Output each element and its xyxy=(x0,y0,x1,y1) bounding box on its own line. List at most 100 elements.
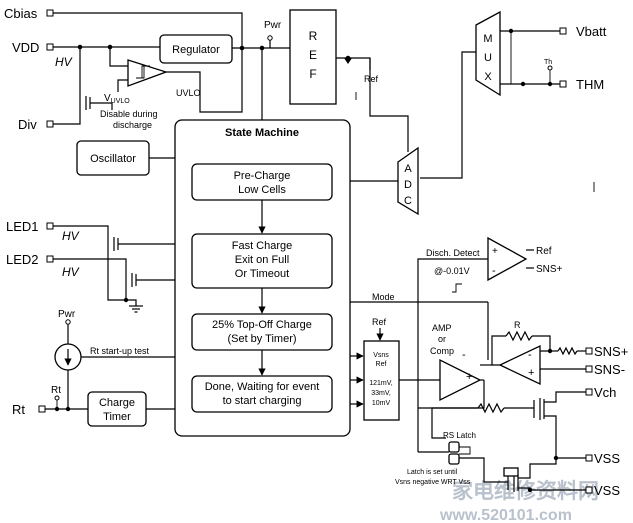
oscillator-block: Oscillator xyxy=(76,140,175,176)
right-pins-top: Vbatt THM xyxy=(559,24,607,92)
svg-text:Ref: Ref xyxy=(376,361,387,368)
th-label: Th xyxy=(544,59,552,66)
vss1-label: VSS xyxy=(594,451,620,466)
led1-hv-label: HV xyxy=(62,229,80,243)
svg-text:Pre-Charge: Pre-Charge xyxy=(234,170,291,182)
svg-text:+: + xyxy=(466,371,472,383)
watermark-chinese: 家电维修资料网 xyxy=(452,479,599,503)
mux-letter-u: U xyxy=(484,52,492,64)
amp-label-3: Comp xyxy=(430,346,454,356)
rt-label: Rt xyxy=(12,402,25,417)
vdd-label: VDD xyxy=(12,40,39,55)
svg-text:Or Timeout: Or Timeout xyxy=(235,268,289,280)
vss2-label: VSS xyxy=(594,483,620,498)
discharge-detect: Mode + - Ref SNS+ Disch. Detect @-0.01V xyxy=(350,236,563,452)
vch-pin xyxy=(585,388,593,396)
disch-ref-label: Ref xyxy=(536,246,552,257)
mux-block: M U X Th xyxy=(420,10,560,179)
sns-minus-pin xyxy=(585,365,593,373)
svg-text:+: + xyxy=(492,246,498,257)
r-label: R xyxy=(514,320,521,330)
top-left-wiring: Pwr UVLO VUVLO Disable during discharge xyxy=(53,12,290,130)
ref-letter-r: R xyxy=(309,29,318,43)
svg-text:-: - xyxy=(492,265,496,277)
adc-letter-d: D xyxy=(404,179,412,191)
svg-text:25% Top-Off Charge: 25% Top-Off Charge xyxy=(212,319,312,331)
vsns-ref-block: Ref Vsns Ref 121mV, 33mV, 10mV xyxy=(350,317,440,421)
vch-label: Vch xyxy=(594,385,616,400)
vss2-pin xyxy=(585,486,593,494)
svg-text:to start charging: to start charging xyxy=(223,395,302,407)
disable-text-2: discharge xyxy=(113,120,152,130)
mode-label: Mode xyxy=(372,292,395,302)
vsns-ref-top-label: Ref xyxy=(372,317,387,327)
rt-node-label: Rt xyxy=(51,385,61,396)
led-drivers xyxy=(53,225,175,313)
watermark-url: www.520101.com xyxy=(439,507,572,523)
vbatt-pin xyxy=(559,27,567,35)
svg-text:121mV,: 121mV, xyxy=(369,380,393,387)
right-pins-bottom: SNS+ SNS- Vch VSS VSS xyxy=(585,344,628,498)
svg-text:Fast Charge: Fast Charge xyxy=(232,240,293,252)
mux-letter-x: X xyxy=(484,71,492,83)
svg-text:33mV,: 33mV, xyxy=(371,390,391,397)
output-stage: RS Latch Latch is set until Vsns negativ… xyxy=(395,391,586,493)
pwr-label-left: Pwr xyxy=(58,309,76,320)
sns-minus-label: SNS- xyxy=(594,362,625,377)
uvlo-label: UVLO xyxy=(176,88,201,98)
svg-text:-: - xyxy=(528,349,532,361)
svg-text:10mV: 10mV xyxy=(372,400,391,407)
regulator-label: Regulator xyxy=(172,44,220,56)
svg-text:Vsns: Vsns xyxy=(373,352,389,359)
rs-latch-gate-2 xyxy=(448,453,460,465)
rt-pin xyxy=(38,405,46,413)
led1-label: LED1 xyxy=(6,219,39,234)
vbatt-label: Vbatt xyxy=(576,24,607,39)
ref-letter-e: E xyxy=(309,48,317,62)
state-machine-title: State Machine xyxy=(225,127,299,139)
vuvlo-label: VUVLO xyxy=(104,93,130,105)
amp-label-2: or xyxy=(438,334,446,344)
rt-timer-section: Pwr Rt start-up test Rt Charge Timer xyxy=(45,309,175,427)
amp-comp: AMP or Comp - + - + R xyxy=(430,320,586,439)
state-machine-block: State Machine Pre-Charge Low Cells Fast … xyxy=(174,119,351,437)
svg-text:+: + xyxy=(528,367,534,379)
pwr-label-top: Pwr xyxy=(264,20,282,31)
uvlo-comparator xyxy=(127,59,169,87)
discharge-transistor-body xyxy=(503,467,519,477)
mux-letter-m: M xyxy=(483,33,492,45)
thm-pin xyxy=(559,80,567,88)
svg-text:Exit on Full: Exit on Full xyxy=(235,254,289,266)
charge-timer-label-2: Timer xyxy=(103,411,131,423)
adc-block: A D C xyxy=(350,146,419,216)
rs-latch-gate-1 xyxy=(448,441,460,453)
sns-plus-pin xyxy=(585,347,593,355)
latch-note-1: Latch is set until xyxy=(407,469,458,476)
vdd-pin xyxy=(46,43,54,51)
svg-text:Done, Waiting for event: Done, Waiting for event xyxy=(205,381,320,393)
watermark: 家电维修资料网 www.520101.com xyxy=(439,479,599,523)
cbias-label: Cbias xyxy=(4,6,38,21)
rs-latch-label: RS Latch xyxy=(443,431,476,440)
charge-timer-label-1: Charge xyxy=(99,397,135,409)
disch-sns-label: SNS+ xyxy=(536,264,563,275)
rt-startup-label: Rt start-up test xyxy=(90,346,150,356)
thm-label: THM xyxy=(576,77,604,92)
disch-threshold-label: @-0.01V xyxy=(434,266,470,276)
led2-label: LED2 xyxy=(6,252,39,267)
disable-text-1: Disable during xyxy=(100,109,158,119)
div-label: Div xyxy=(18,117,37,132)
vdd-hv-label: HV xyxy=(55,55,73,69)
cbias-pin xyxy=(46,9,54,17)
ref-block: R E F Ref xyxy=(289,9,409,152)
regulator-block: Regulator xyxy=(159,34,233,64)
led1-pin xyxy=(46,222,54,230)
state-done xyxy=(191,375,333,413)
adc-letter-c: C xyxy=(404,195,412,207)
div-pin xyxy=(46,120,54,128)
left-pins: Cbias VDD HV Div LED1 HV LED2 HV Rt xyxy=(4,6,80,417)
ref-letter-f: F xyxy=(309,67,316,81)
vss1-pin xyxy=(585,454,593,462)
svg-text:(Set by Timer): (Set by Timer) xyxy=(227,333,296,345)
